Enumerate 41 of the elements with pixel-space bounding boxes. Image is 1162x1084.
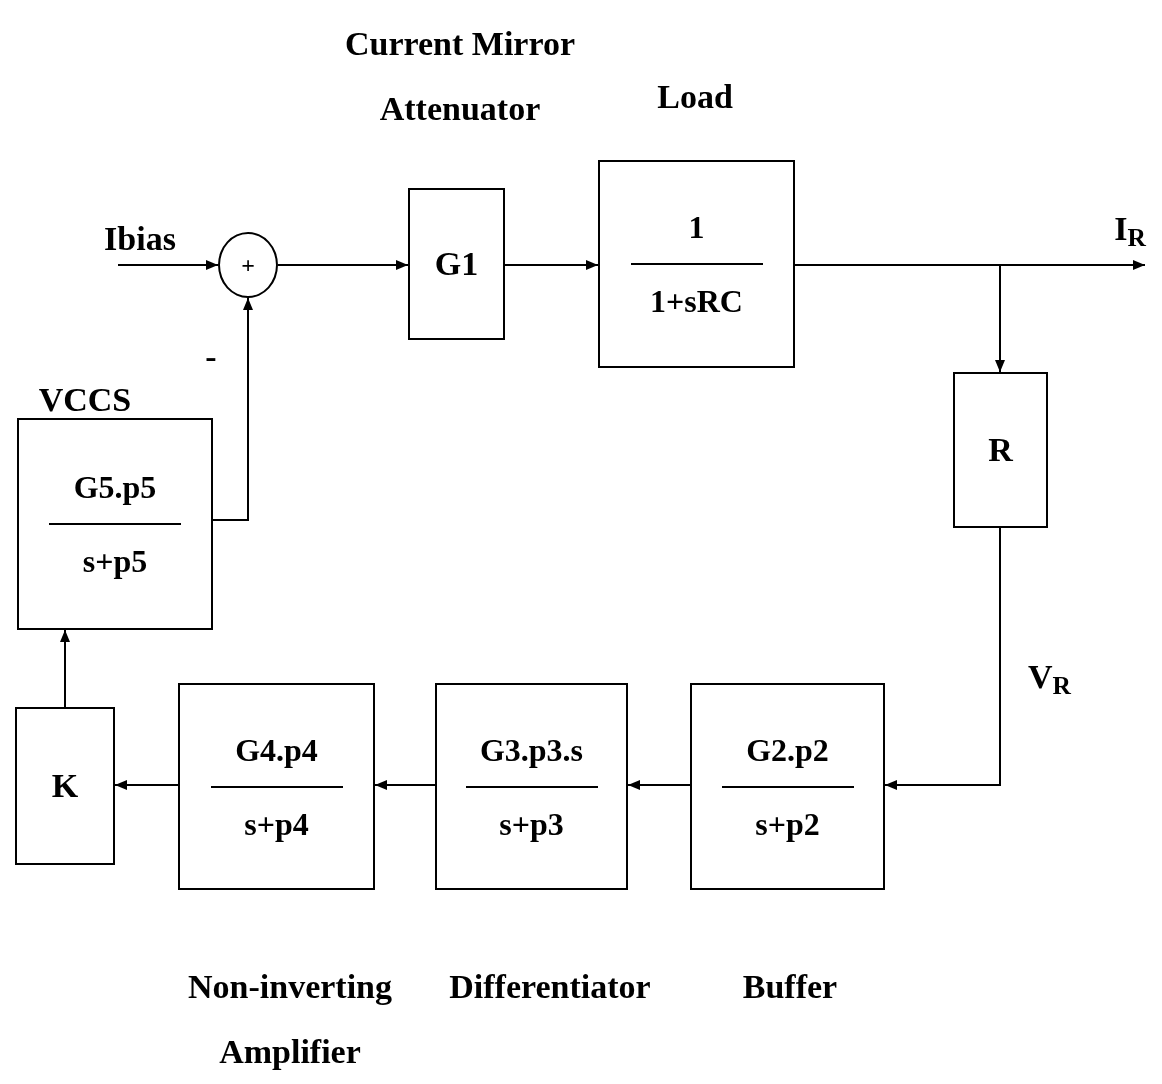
block-caption: Differentiator bbox=[448, 967, 652, 1007]
numerator: 1 bbox=[687, 211, 706, 247]
denominator: s+p2 bbox=[754, 804, 821, 840]
denominator: s+p3 bbox=[498, 804, 565, 840]
arrow bbox=[117, 260, 219, 270]
numerator: G4.p4 bbox=[234, 733, 319, 770]
block-label: I$_{R}$ bbox=[1114, 212, 1146, 246]
block-box bbox=[598, 160, 795, 368]
block-box bbox=[435, 683, 628, 890]
arrow bbox=[60, 629, 70, 708]
block-box bbox=[408, 188, 505, 340]
denominator: s+p4 bbox=[243, 804, 310, 840]
block-box bbox=[690, 683, 885, 890]
block-caption: VCCS bbox=[37, 380, 133, 420]
arrow bbox=[504, 260, 599, 270]
arrow bbox=[374, 780, 436, 790]
denominator: s+p5 bbox=[81, 542, 149, 577]
block-label: Ibias bbox=[104, 222, 176, 256]
block-caption: Buffer bbox=[741, 967, 839, 1007]
arrow bbox=[627, 780, 691, 790]
numerator: G3.p3.s bbox=[478, 733, 585, 770]
numerator: G2.p2 bbox=[745, 733, 830, 770]
block-box bbox=[953, 372, 1048, 528]
arrow bbox=[277, 260, 409, 270]
block-box bbox=[17, 418, 213, 630]
block-label: + bbox=[241, 253, 255, 277]
block-label: K bbox=[51, 769, 79, 803]
block-label: G1 bbox=[434, 247, 479, 281]
block-caption: Current Mirror Attenuator bbox=[343, 24, 577, 129]
arrow bbox=[794, 264, 1005, 373]
arrow bbox=[212, 297, 253, 521]
block-caption: - bbox=[204, 337, 218, 377]
arrow bbox=[884, 527, 1001, 790]
block-caption: Load bbox=[656, 77, 734, 117]
denominator: 1+sRC bbox=[649, 282, 744, 317]
block-box bbox=[178, 683, 375, 890]
numerator: G5.p5 bbox=[72, 471, 158, 507]
arrow bbox=[114, 780, 179, 790]
block-caption: Non-inverting Amplifier bbox=[187, 967, 393, 1072]
block-label: R bbox=[988, 433, 1013, 467]
block-box bbox=[15, 707, 115, 865]
